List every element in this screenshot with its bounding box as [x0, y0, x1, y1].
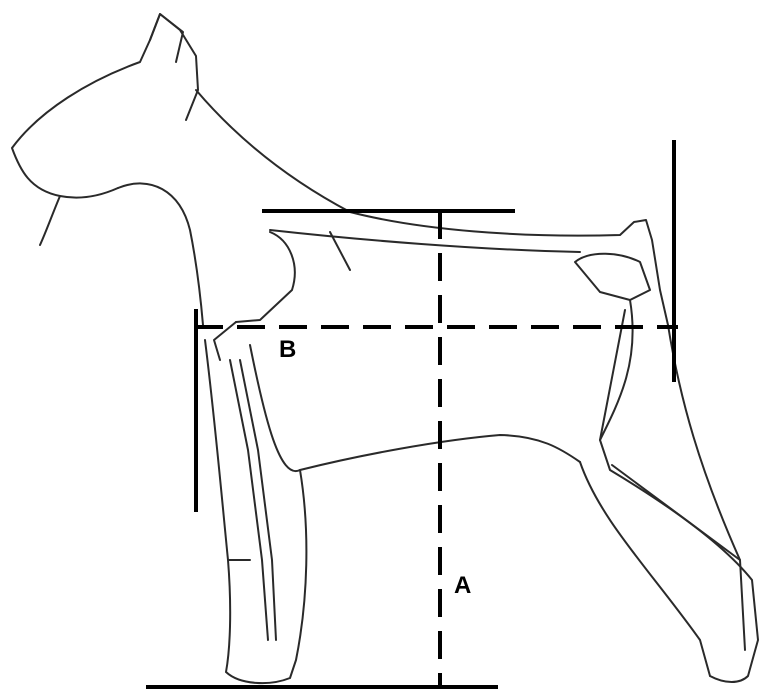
scapula-bone: [236, 232, 295, 322]
pelvis-bone: [575, 254, 650, 300]
length-label: B: [279, 336, 296, 364]
head-outline: [12, 14, 198, 245]
neck-outline: [118, 90, 350, 325]
height-label: A: [454, 572, 471, 600]
front-leg-bones: [230, 360, 276, 640]
ear-outline: [150, 14, 183, 62]
spine: [270, 230, 580, 252]
hind-leg-outline: [580, 300, 758, 682]
topline-outline: [350, 212, 668, 325]
